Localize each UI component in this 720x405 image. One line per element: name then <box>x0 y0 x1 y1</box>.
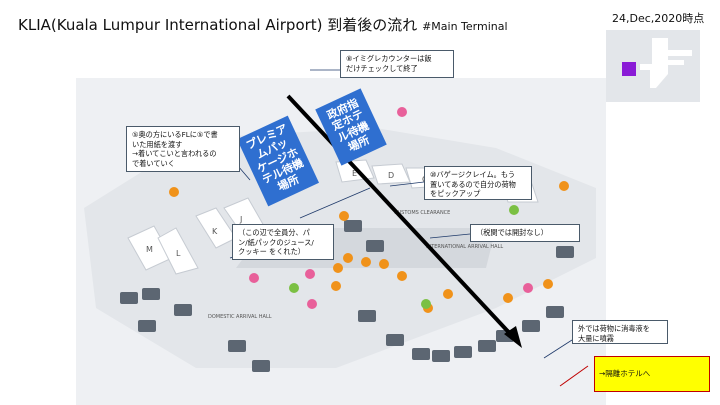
immigration-note: ⑧イミグレカウンターは飯 だけチェックして終了 <box>340 50 454 78</box>
outside-disinfection-note: 外では荷物に消毒液を 大量に噴霧 <box>572 320 668 344</box>
hotel-transfer-note: →隔離ホテルへ <box>594 356 710 392</box>
domestic-arrival-hall-label: DOMESTIC ARRIVAL HALL <box>208 314 272 320</box>
area-letter-e: E <box>352 169 357 178</box>
customs-note: （税関では開封なし） <box>470 224 580 242</box>
area-letter-d: D <box>388 171 394 180</box>
fl-note: ⑤奥の方にいるFLに⑤で書 いた用紙を渡す →着いてこいと言われるの で着いてい… <box>126 126 240 172</box>
food-note: （この辺で全員分、パ ン/紙パックのジュース/ クッキー をくれた） <box>232 224 334 260</box>
intl-arrival-hall-label: INTERNATIONAL ARRIVAL HALL <box>426 244 503 250</box>
baggage-claim-note: ⑩バゲージクレイム。もう 置いてあるので自分の荷物 をピックアップ <box>424 166 532 200</box>
page-title: KLIA(Kuala Lumpur International Airport)… <box>18 16 508 34</box>
date-label: 24,Dec,2020時点 <box>612 12 705 25</box>
customs-clearance-label: CUSTOMS CLEARANCE <box>394 210 450 216</box>
terminal-tag: #Main Terminal <box>422 20 508 33</box>
current-location-marker <box>622 62 636 76</box>
area-letter-j: J <box>239 215 242 224</box>
area-letter-m: M <box>146 245 153 254</box>
area-letter-l: L <box>176 249 181 258</box>
minimap <box>606 30 700 102</box>
area-letter-k: K <box>212 227 218 236</box>
minimap-shapes <box>640 38 692 88</box>
